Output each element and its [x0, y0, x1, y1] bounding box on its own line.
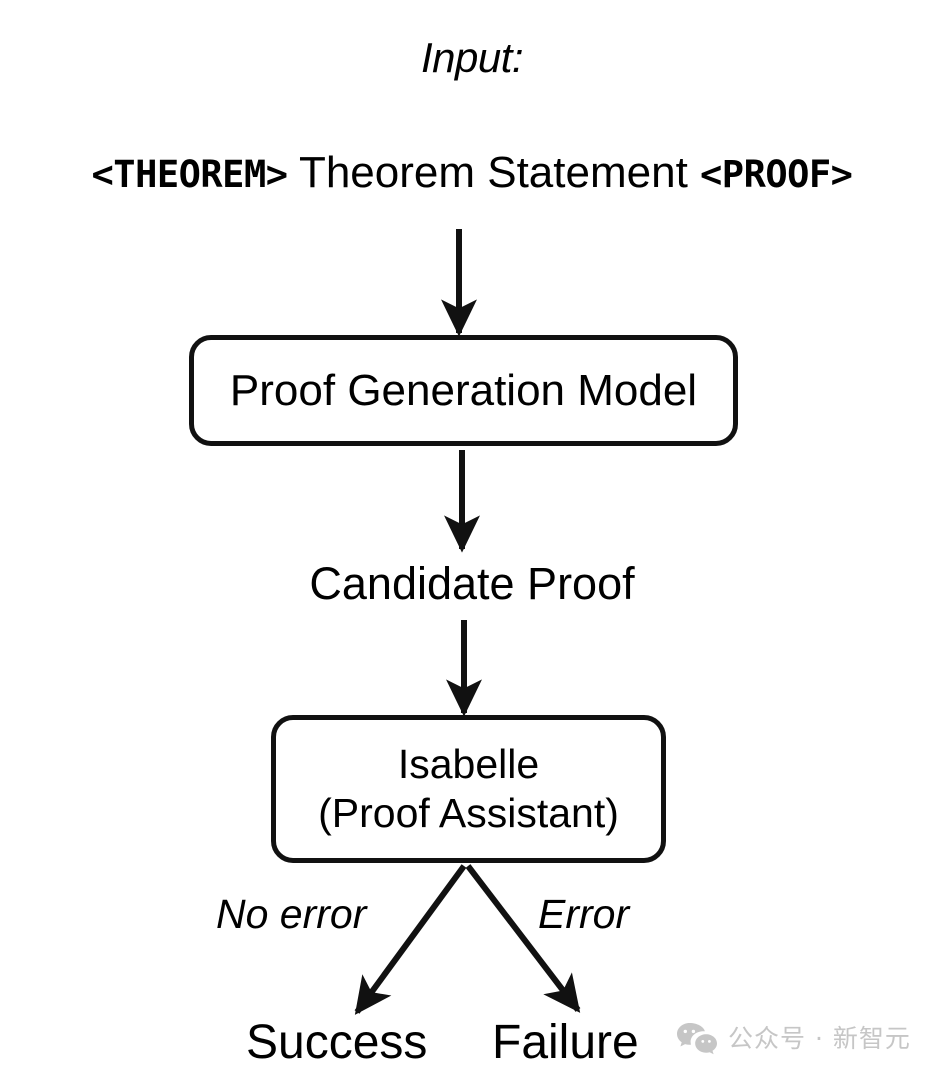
arrow-isabelle-to-failure [465, 864, 581, 1013]
node-proof-generation-model-label: Proof Generation Model [229, 365, 698, 415]
theorem-token: <THEOREM> [91, 153, 288, 196]
wechat-icon [677, 1023, 717, 1055]
node-failure: Failure [492, 1016, 639, 1069]
watermark-text: 公众号 · 新智元 [728, 1024, 911, 1053]
input-heading: Input: [420, 34, 524, 81]
node-proof-generation-model[interactable]: Proof Generation Model [189, 335, 738, 446]
node-candidate-proof: Candidate Proof [309, 558, 635, 609]
proof-token: <PROOF> [700, 153, 853, 196]
input-sequence-line: <THEOREM> Theorem Statement <PROOF> [0, 145, 944, 203]
node-isabelle-proof-assistant[interactable]: Isabelle (Proof Assistant) [271, 715, 666, 863]
node-isabelle-label-line1: Isabelle [397, 741, 540, 787]
edge-label-error: Error [538, 891, 630, 937]
theorem-statement-text: Theorem Statement [287, 148, 701, 197]
edge-label-no-error: No error [216, 891, 367, 937]
watermark: 公众号 · 新智元 [676, 1022, 911, 1056]
node-isabelle-label-line2: (Proof Assistant) [318, 790, 619, 836]
node-success: Success [246, 1016, 428, 1069]
arrow-isabelle-to-success [354, 864, 467, 1015]
